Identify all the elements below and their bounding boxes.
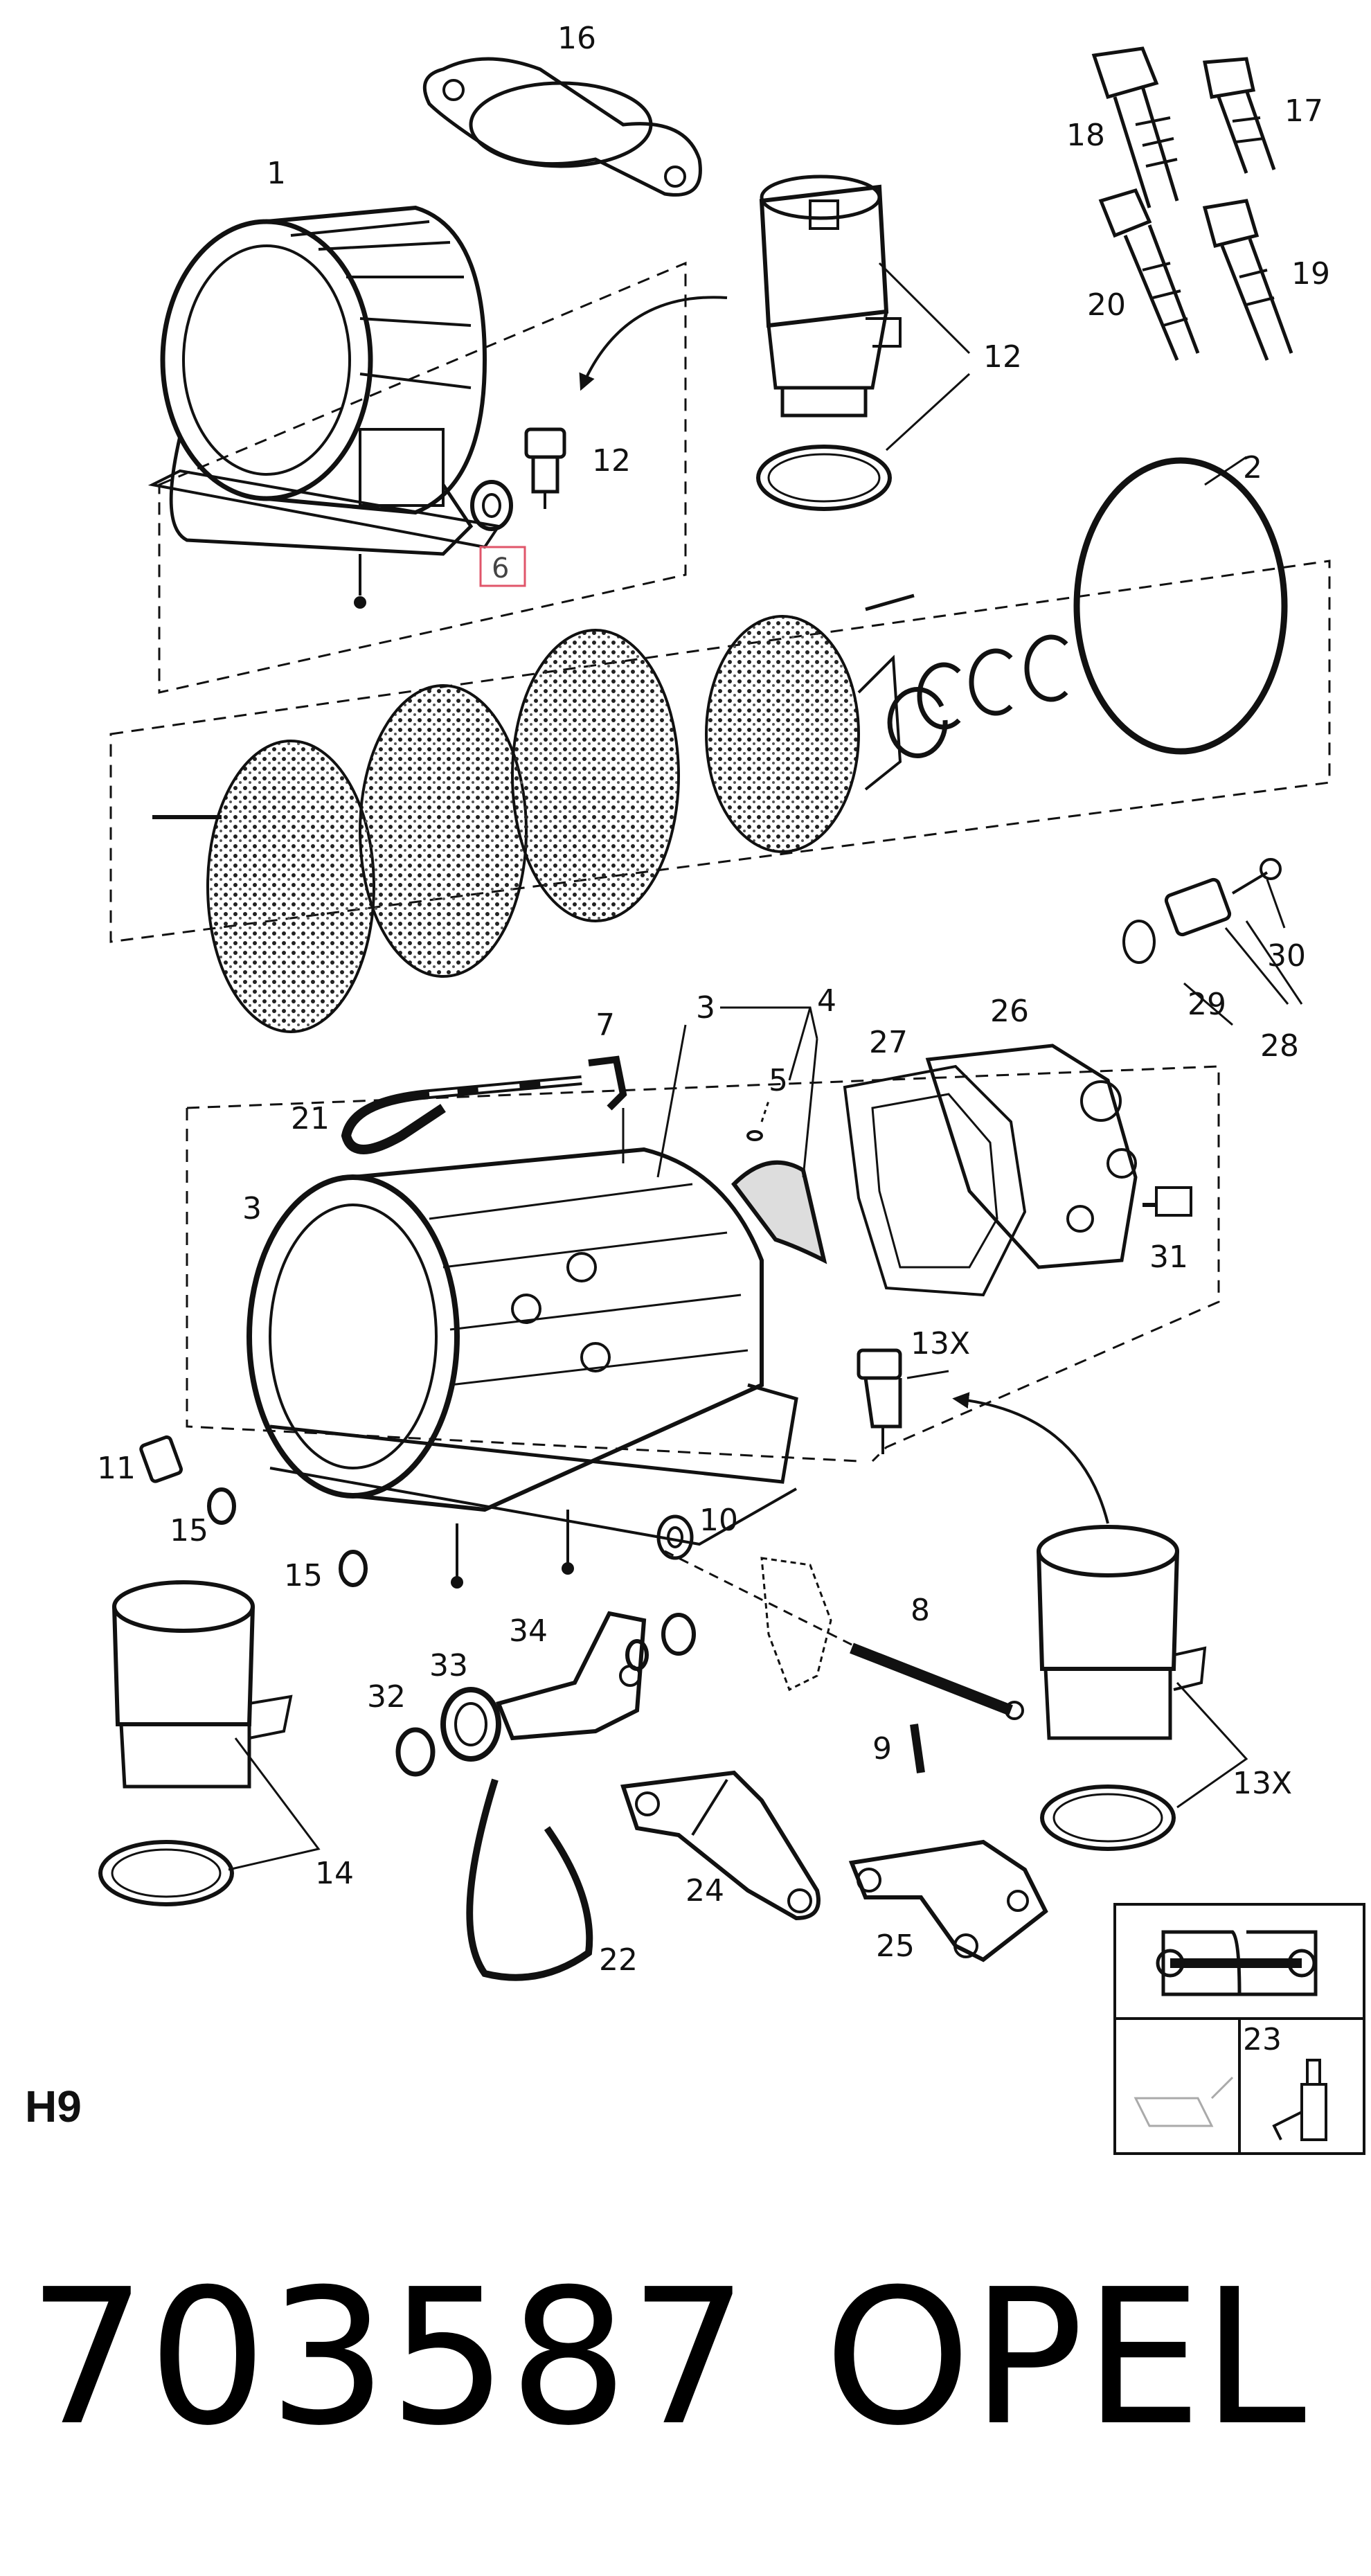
dashed-frame-clutch (109, 560, 1331, 943)
callout-21: 21 (291, 1101, 330, 1136)
part-12-oring (756, 445, 892, 511)
dashed-frame-top (158, 261, 687, 694)
part-24-bracket (620, 1770, 821, 1921)
part-9-pin (910, 1724, 925, 1773)
callout-10: 10 (699, 1503, 738, 1538)
callout-20: 20 (1087, 287, 1126, 323)
callout-26: 26 (990, 994, 1029, 1029)
callout-13x-upper: 13X (911, 1326, 970, 1361)
callout-29: 29 (1188, 987, 1226, 1022)
part-27-gasket (843, 1064, 1027, 1297)
part-31-bolt (1142, 1186, 1192, 1217)
callout-16: 16 (557, 21, 596, 56)
callout-17: 17 (1284, 93, 1323, 129)
part-25-bracket (848, 1839, 1048, 1962)
highlight-box-6 (479, 546, 526, 587)
bolt-20 (1098, 188, 1200, 361)
callout-15-a: 15 (170, 1513, 208, 1548)
arrow-13x (952, 1392, 1109, 1524)
callout-6: 6 (492, 553, 509, 584)
callout-25: 25 (876, 1929, 915, 1964)
callout-14: 14 (315, 1856, 354, 1891)
snap-rings (887, 634, 1068, 758)
oil-can-icon (1133, 2076, 1234, 2127)
callout-31: 31 (1149, 1240, 1188, 1275)
book-wrench-icon (1156, 1930, 1318, 1996)
sealant-tube-icon (1272, 2059, 1327, 2141)
part-14-oring (98, 1840, 234, 1906)
callout-11: 11 (97, 1451, 136, 1486)
callout-24: 24 (686, 1873, 724, 1908)
callout-12-small: 12 (592, 443, 631, 478)
part-4-band (731, 1160, 827, 1264)
callout-4: 4 (817, 983, 836, 1019)
part-8-shift-shaft (760, 1557, 1024, 1720)
part-32-ring (395, 1727, 436, 1777)
part-26-valve-body (925, 1044, 1138, 1269)
callout-32: 32 (367, 1679, 406, 1715)
callout-18: 18 (1066, 118, 1105, 153)
callout-23: 23 (1243, 2022, 1282, 2057)
callout-28: 28 (1260, 1028, 1299, 1064)
part-21-pipe (341, 1075, 582, 1154)
info-box (1113, 1903, 1365, 2155)
part-number: 703587 (28, 2248, 750, 2467)
part-15-washer-a (207, 1487, 236, 1525)
clutch-plates (152, 593, 915, 1033)
leader-12 (878, 262, 971, 355)
callout-7: 7 (595, 1008, 615, 1043)
callout-19: 19 (1291, 256, 1330, 292)
leaders-28-30 (1183, 879, 1303, 1026)
bolt-19 (1202, 199, 1293, 361)
callout-30: 30 (1267, 938, 1306, 974)
leader-3-4 (656, 1006, 818, 1178)
callout-13x-lower: 13X (1233, 1766, 1292, 1801)
part-16-gasket (422, 57, 702, 197)
bolt-18 (1091, 46, 1179, 208)
part-5-pin (746, 1100, 770, 1141)
callout-33: 33 (429, 1648, 468, 1683)
callout-9: 9 (872, 1731, 892, 1766)
part-11-plug (139, 1435, 183, 1483)
part-7-elbow (588, 1055, 627, 1163)
callout-12-large: 12 (983, 339, 1022, 375)
callout-27: 27 (869, 1025, 908, 1060)
part-22-strap (466, 1778, 593, 1981)
part-33-seal (440, 1687, 501, 1762)
part-15-washer-b (339, 1550, 368, 1587)
bolt-17 (1202, 57, 1276, 174)
part-12-large-sensor (759, 175, 902, 418)
part-1-housing (147, 205, 501, 609)
part-29-sensor (1122, 858, 1282, 964)
callout-15-b: 15 (284, 1558, 323, 1593)
part-13x-oring (1040, 1785, 1176, 1851)
part-2-oring (1073, 457, 1288, 755)
brand-name: OPEL (824, 2248, 1307, 2467)
part-12-small-sensor (524, 427, 566, 509)
callout-8: 8 (911, 1593, 930, 1628)
callout-2: 2 (1243, 450, 1262, 485)
callout-5: 5 (769, 1063, 788, 1098)
callout-3-main: 3 (242, 1191, 262, 1226)
callout-34: 34 (509, 1613, 548, 1649)
part-3-main-case (247, 1147, 798, 1589)
callout-22: 22 (599, 1942, 638, 1978)
part-13x-lower-sensor (1037, 1525, 1207, 1740)
callout-1: 1 (267, 156, 286, 191)
sheet-code: H9 (25, 2082, 82, 2131)
part-14-sensor (112, 1580, 293, 1789)
callout-3-top: 3 (696, 990, 715, 1026)
arrow-12-to-housing (579, 296, 728, 391)
part-6-ring (470, 480, 513, 531)
part-13x-upper-sensor (857, 1348, 902, 1454)
part-10-bushing (656, 1514, 694, 1560)
